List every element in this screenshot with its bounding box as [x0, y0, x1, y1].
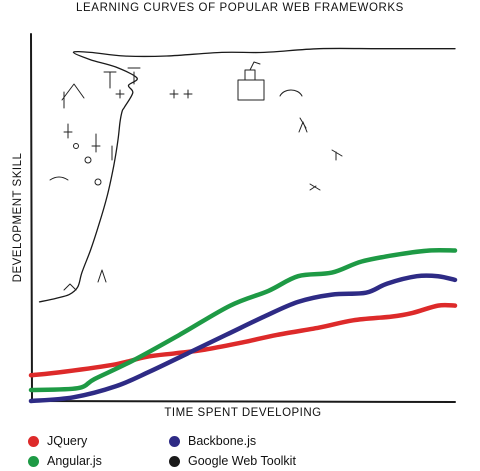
legend-item-jquery: JQuery — [28, 432, 87, 450]
legend-item-gwt: Google Web Toolkit — [169, 452, 296, 470]
legend-label: Google Web Toolkit — [188, 454, 296, 468]
chart-title: LEARNING CURVES OF POPULAR WEB FRAMEWORK… — [76, 2, 404, 14]
legend-item-angular: Angular.js — [28, 452, 102, 470]
chart-legend: JQuery Angular.js Backbone.js Google Web… — [28, 432, 468, 470]
y-axis-label: DEVELOPMENT SKILL — [12, 153, 24, 283]
cliff-sketch — [49, 61, 343, 291]
series-line-jquery — [28, 302, 458, 378]
legend-swatch — [28, 435, 39, 447]
legend-label: JQuery — [47, 434, 88, 448]
legend-swatch — [28, 455, 39, 467]
series-line-google-web-toolkit — [38, 47, 456, 303]
chart-axes — [30, 33, 456, 403]
legend-label: Backbone.js — [188, 434, 257, 448]
legend-label: Angular.js — [47, 454, 102, 468]
series-line-angular-js — [28, 247, 458, 393]
series-line-backbone-js — [28, 273, 458, 404]
learning-curve-chart: TIME SPENT DEVELOPING DEVELOPMENT SKILL — [12, 33, 458, 419]
legend-item-backbone: Backbone.js — [169, 432, 256, 450]
x-axis-label: TIME SPENT DEVELOPING — [164, 407, 321, 419]
legend-swatch — [169, 455, 180, 467]
legend-swatch — [169, 435, 180, 447]
